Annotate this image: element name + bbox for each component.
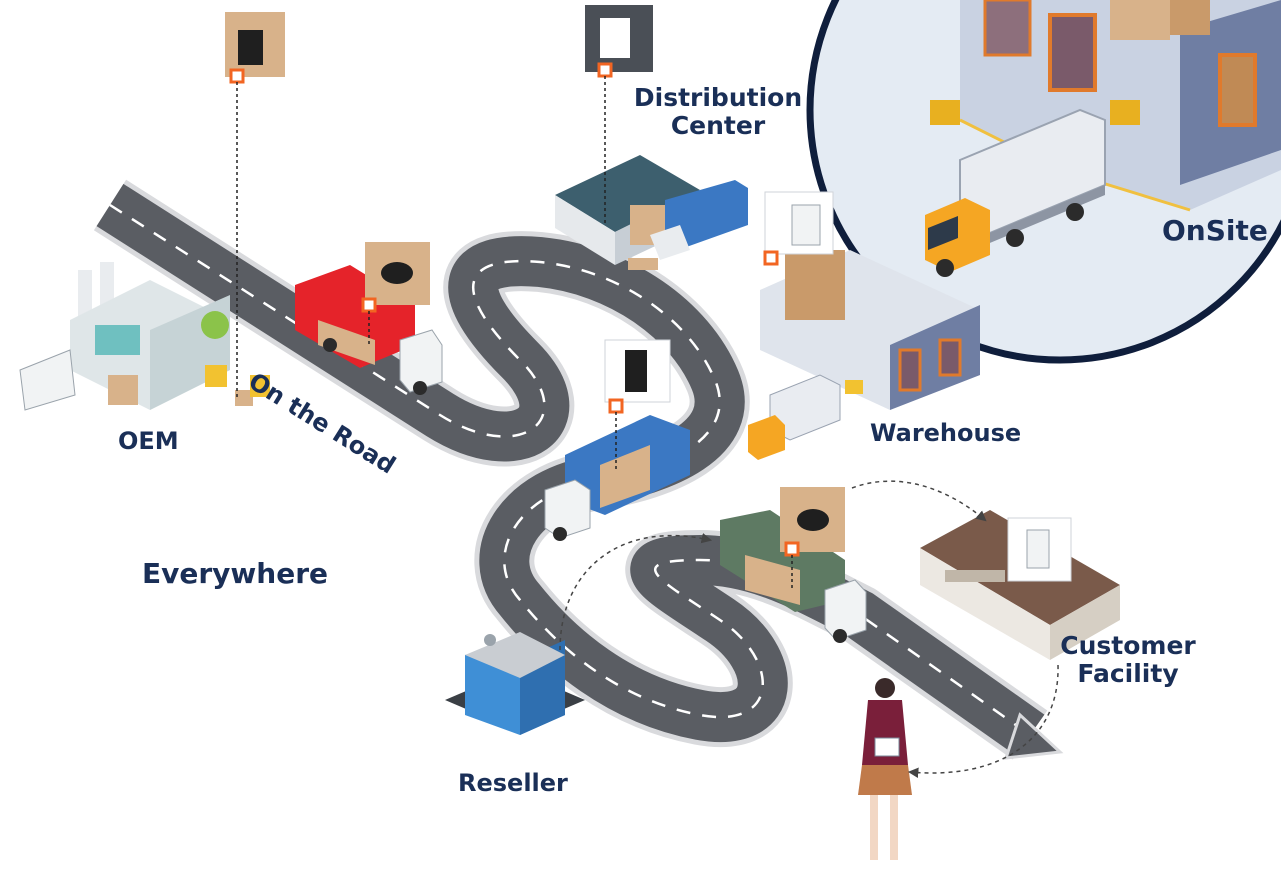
onsite-warehouse-icon [930, 0, 1281, 212]
distribution-warehouse-icon [555, 155, 748, 270]
reseller-building-icon [445, 632, 585, 735]
label-warehouse: Warehouse [870, 419, 1022, 447]
tag-box-warehouse [763, 191, 834, 266]
onsite-inset [806, 0, 1281, 364]
arrow-reseller-to-truck [559, 533, 713, 651]
label-oem: OEM [118, 427, 179, 455]
oem-factory-icon [19, 262, 270, 411]
label-customer-line2: Facility [1077, 659, 1179, 688]
tag-box-blue-truck [604, 339, 671, 470]
label-distribution-center: Distribution Center [618, 84, 818, 140]
tag-box-customer [1007, 517, 1072, 582]
label-distribution-line1: Distribution [633, 83, 803, 112]
flow-arrows [559, 480, 1059, 778]
arrow-customer-to-person [907, 664, 1059, 778]
person-with-tablet-icon [858, 678, 912, 860]
tag-box-red-truck [361, 242, 430, 345]
green-truck-icon [720, 510, 867, 643]
label-customer-facility: Customer Facility [1048, 632, 1208, 688]
arrow-truck-to-customer [851, 480, 987, 522]
onsite-truck-icon [925, 108, 1106, 277]
warehouse-building-icon [748, 250, 980, 460]
delivery-road [93, 179, 1064, 760]
label-distribution-line2: Center [670, 111, 766, 140]
label-customer-line1: Customer [1060, 631, 1196, 660]
label-onsite: OnSite [1162, 214, 1268, 247]
tag-box-oem [225, 12, 285, 400]
label-everywhere: Everywhere [142, 557, 329, 590]
tag-box-distribution [585, 5, 653, 225]
label-reseller: Reseller [458, 769, 568, 797]
tag-box-green-truck [780, 487, 845, 590]
blue-truck-icon [544, 415, 690, 541]
